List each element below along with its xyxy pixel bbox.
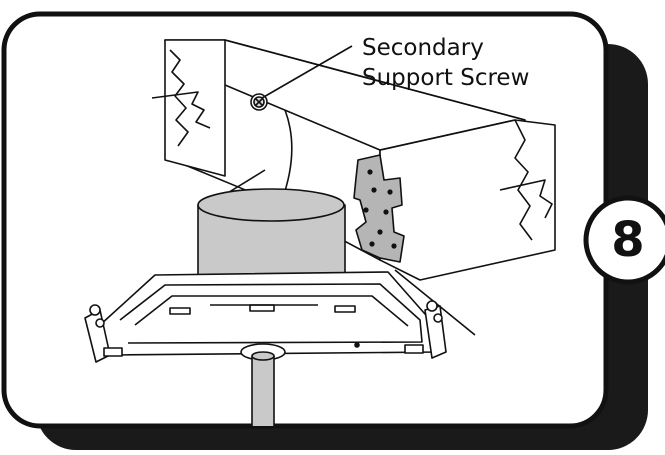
mounting-frame	[84, 271, 447, 363]
callout-leader	[261, 45, 353, 99]
support-pole	[240, 343, 286, 426]
callout-label: Secondary Support Screw	[362, 33, 529, 93]
step-number: 8	[611, 212, 645, 268]
joist-hanger	[353, 154, 405, 263]
callout-line-1: Secondary	[362, 35, 484, 61]
callout-line-2: Support Screw	[362, 65, 530, 91]
right-joist	[379, 119, 556, 336]
step-badge	[583, 195, 665, 285]
